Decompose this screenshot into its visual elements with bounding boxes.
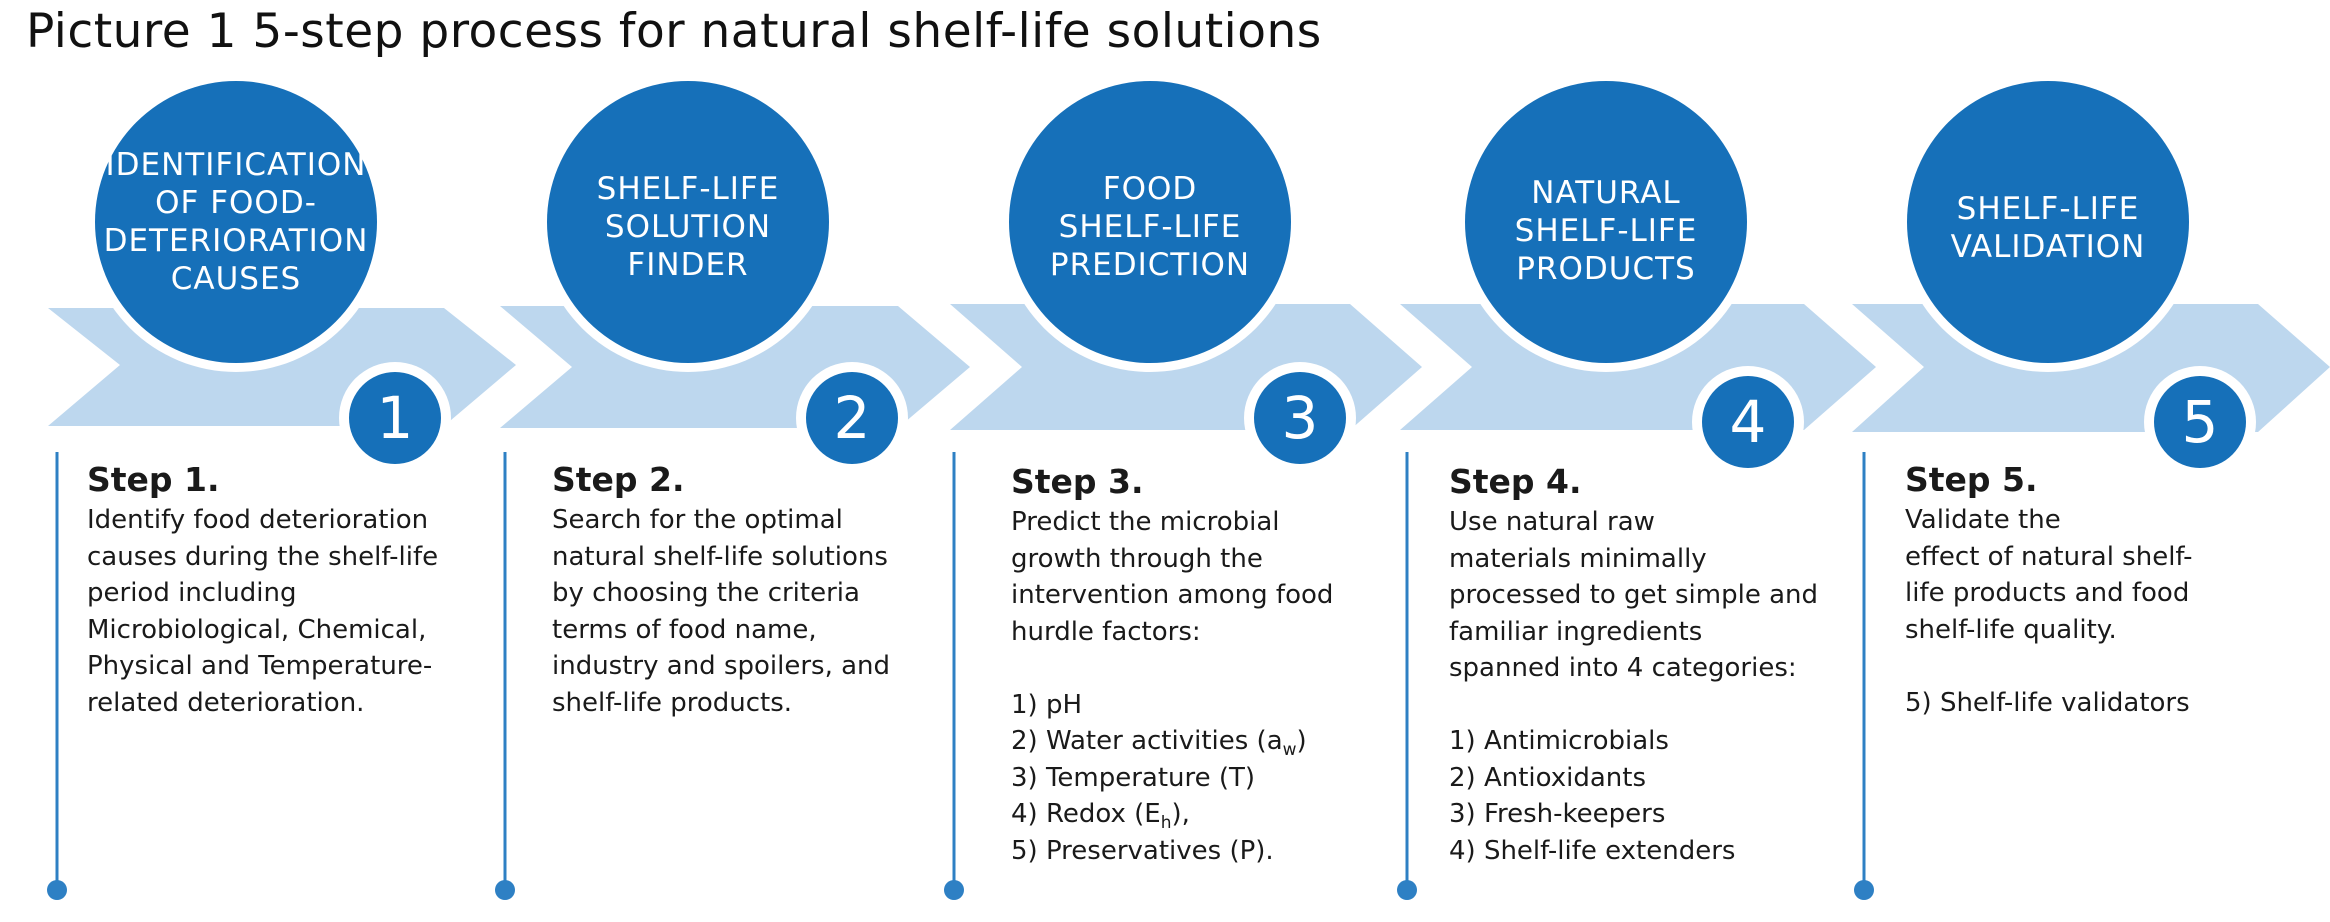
timeline-dot-4 xyxy=(1397,880,1417,900)
step-3-heading: Step 3. xyxy=(1011,462,1144,501)
step-number-5: 5 xyxy=(2181,388,2219,456)
circle-title-5: SHELF-LIFE VALIDATION xyxy=(1950,191,2146,265)
step-4-list-item: 2) Antioxidants xyxy=(1449,762,1647,793)
figure-title: Picture 1 5-step process for natural she… xyxy=(26,4,1322,59)
number-badge-2 xyxy=(806,372,898,464)
step-2-body: Search for the optimal natural shelf-lif… xyxy=(552,505,891,718)
step-4-heading: Step 4. xyxy=(1449,462,1582,501)
step-5-body: Validate the effect of natural shelf- li… xyxy=(1905,502,2305,721)
timeline-dot-5 xyxy=(1854,880,1874,900)
timeline-markers xyxy=(47,452,1874,900)
step-3-description: Step 3. Predict the microbial growth thr… xyxy=(1011,461,1411,869)
step-4-list-item: 1) Antimicrobials xyxy=(1449,726,1669,756)
step-2-heading: Step 2. xyxy=(552,460,685,499)
number-badge-1 xyxy=(349,372,441,464)
step-4-body: Use natural raw materials minimally proc… xyxy=(1449,504,1849,869)
number-badge-5 xyxy=(2154,376,2246,468)
step-3-list-item: 4) Redox (Eh), xyxy=(1011,799,1190,834)
step-3-list-item: 5) Preservatives (P). xyxy=(1011,835,1274,866)
number-badges xyxy=(339,362,2256,478)
circle-title-4: NATURAL SHELF-LIFE PRODUCTS xyxy=(1514,175,1698,287)
step-1-heading: Step 1. xyxy=(87,460,220,499)
step-4-list-item: 4) Shelf-life extenders xyxy=(1449,835,1736,866)
step-3-list-item: 1) pH xyxy=(1011,689,1083,720)
step-3-body: Predict the microbial growth through the… xyxy=(1011,504,1411,869)
number-badge-4 xyxy=(1702,376,1794,468)
step-1-body: Identify food deterioration causes durin… xyxy=(87,505,439,718)
step-number-3: 3 xyxy=(1281,384,1319,452)
step-1-description: Step 1. Identify food deterioration caus… xyxy=(87,459,487,721)
title-circles xyxy=(86,72,2198,372)
circle-title-2: SHELF-LIFE SOLUTION FINDER xyxy=(596,171,780,283)
step-4-list-item: 3) Fresh-keepers xyxy=(1449,799,1666,829)
step-5-description: Step 5. Validate the effect of natural s… xyxy=(1905,459,2305,721)
circle-title-3: FOOD SHELF-LIFE PREDICTION xyxy=(1049,171,1251,283)
timeline-dot-3 xyxy=(944,880,964,900)
step-number-2: 2 xyxy=(833,384,871,452)
step-2-description: Step 2. Search for the optimal natural s… xyxy=(552,459,952,721)
timeline-dot-2 xyxy=(495,880,515,900)
timeline-dot-1 xyxy=(47,880,67,900)
step-5-list-item: 5) Shelf-life validators xyxy=(1905,687,2190,718)
step-3-list-item: 2) Water activities (aw) xyxy=(1011,726,1307,761)
step-number-1: 1 xyxy=(376,384,414,452)
step-number-4: 4 xyxy=(1729,388,1767,456)
step-5-heading: Step 5. xyxy=(1905,460,2038,499)
step-3-list-item: 3) Temperature (T) xyxy=(1011,762,1256,793)
number-badge-3 xyxy=(1254,372,1346,464)
circle-title-1: IDENTIFICATION OF FOOD- DETERIORATION CA… xyxy=(103,147,369,297)
step-4-description: Step 4. Use natural raw materials minima… xyxy=(1449,461,1849,869)
